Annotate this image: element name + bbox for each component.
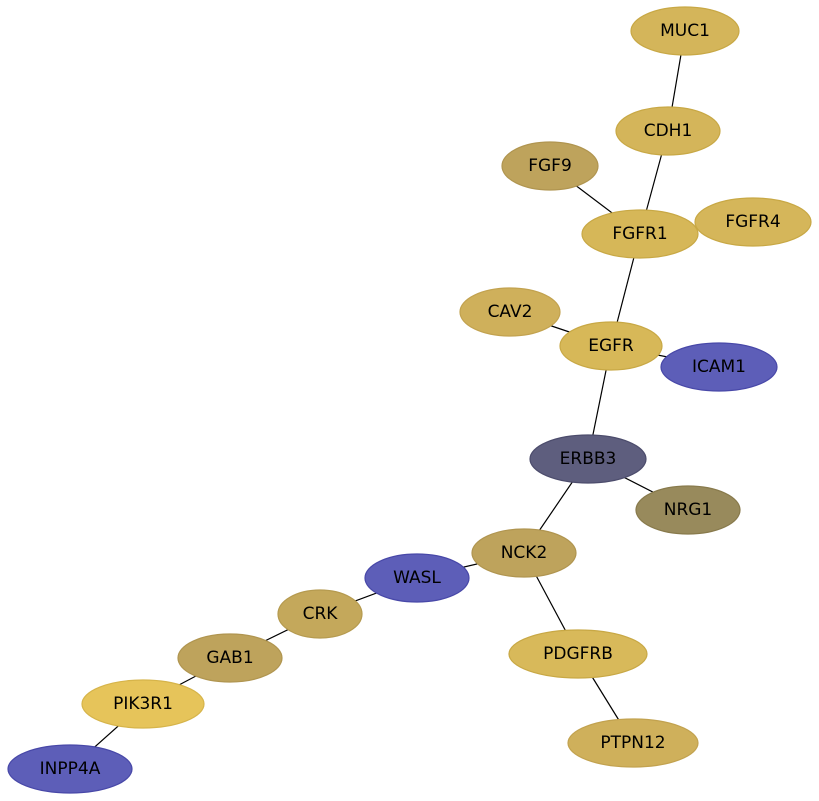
node-label: PIK3R1 <box>113 694 173 714</box>
node-ptpn12[interactable]: PTPN12 <box>567 718 699 768</box>
node-nck2[interactable]: NCK2 <box>471 528 577 578</box>
node-icam1[interactable]: ICAM1 <box>660 342 778 392</box>
node-shape[interactable] <box>471 528 577 578</box>
node-shape[interactable] <box>559 321 663 371</box>
node-shape[interactable] <box>567 718 699 768</box>
node-label: ERBB3 <box>560 449 617 469</box>
node-shape[interactable] <box>364 553 470 603</box>
node-fgfr1[interactable]: FGFR1 <box>581 209 699 259</box>
node-label: PTPN12 <box>600 733 665 753</box>
node-shape[interactable] <box>615 106 721 156</box>
node-shape[interactable] <box>277 589 363 639</box>
node-label: FGF9 <box>528 156 572 176</box>
node-shape[interactable] <box>508 629 648 679</box>
node-label: FGFR1 <box>612 224 667 244</box>
node-shape[interactable] <box>630 6 740 56</box>
node-label: WASL <box>393 568 441 588</box>
node-shape[interactable] <box>501 141 599 191</box>
node-shape[interactable] <box>694 197 812 247</box>
node-label: CDH1 <box>644 121 693 141</box>
node-fgfr4[interactable]: FGFR4 <box>694 197 812 247</box>
node-wasl[interactable]: WASL <box>364 553 470 603</box>
node-label: ICAM1 <box>692 357 746 377</box>
node-shape[interactable] <box>529 434 647 484</box>
node-label: FGFR4 <box>725 212 780 232</box>
node-shape[interactable] <box>81 679 205 729</box>
node-shape[interactable] <box>635 485 741 535</box>
node-label: CRK <box>303 604 339 624</box>
node-shape[interactable] <box>177 633 283 683</box>
node-erbb3[interactable]: ERBB3 <box>529 434 647 484</box>
node-label: EGFR <box>588 336 634 356</box>
node-shape[interactable] <box>581 209 699 259</box>
node-pik3r1[interactable]: PIK3R1 <box>81 679 205 729</box>
node-nrg1[interactable]: NRG1 <box>635 485 741 535</box>
node-shape[interactable] <box>660 342 778 392</box>
node-label: NRG1 <box>664 500 713 520</box>
node-cdh1[interactable]: CDH1 <box>615 106 721 156</box>
node-fgf9[interactable]: FGF9 <box>501 141 599 191</box>
node-label: GAB1 <box>206 648 253 668</box>
node-label: INPP4A <box>40 759 101 779</box>
node-pdgfrb[interactable]: PDGFRB <box>508 629 648 679</box>
node-label: NCK2 <box>501 543 548 563</box>
node-egfr[interactable]: EGFR <box>559 321 663 371</box>
node-muc1[interactable]: MUC1 <box>630 6 740 56</box>
node-label: CAV2 <box>488 302 533 322</box>
node-cav2[interactable]: CAV2 <box>459 287 561 337</box>
node-shape[interactable] <box>459 287 561 337</box>
node-label: PDGFRB <box>543 644 613 664</box>
node-gab1[interactable]: GAB1 <box>177 633 283 683</box>
node-crk[interactable]: CRK <box>277 589 363 639</box>
node-inpp4a[interactable]: INPP4A <box>7 744 133 794</box>
node-label: MUC1 <box>660 21 710 41</box>
node-shape[interactable] <box>7 744 133 794</box>
